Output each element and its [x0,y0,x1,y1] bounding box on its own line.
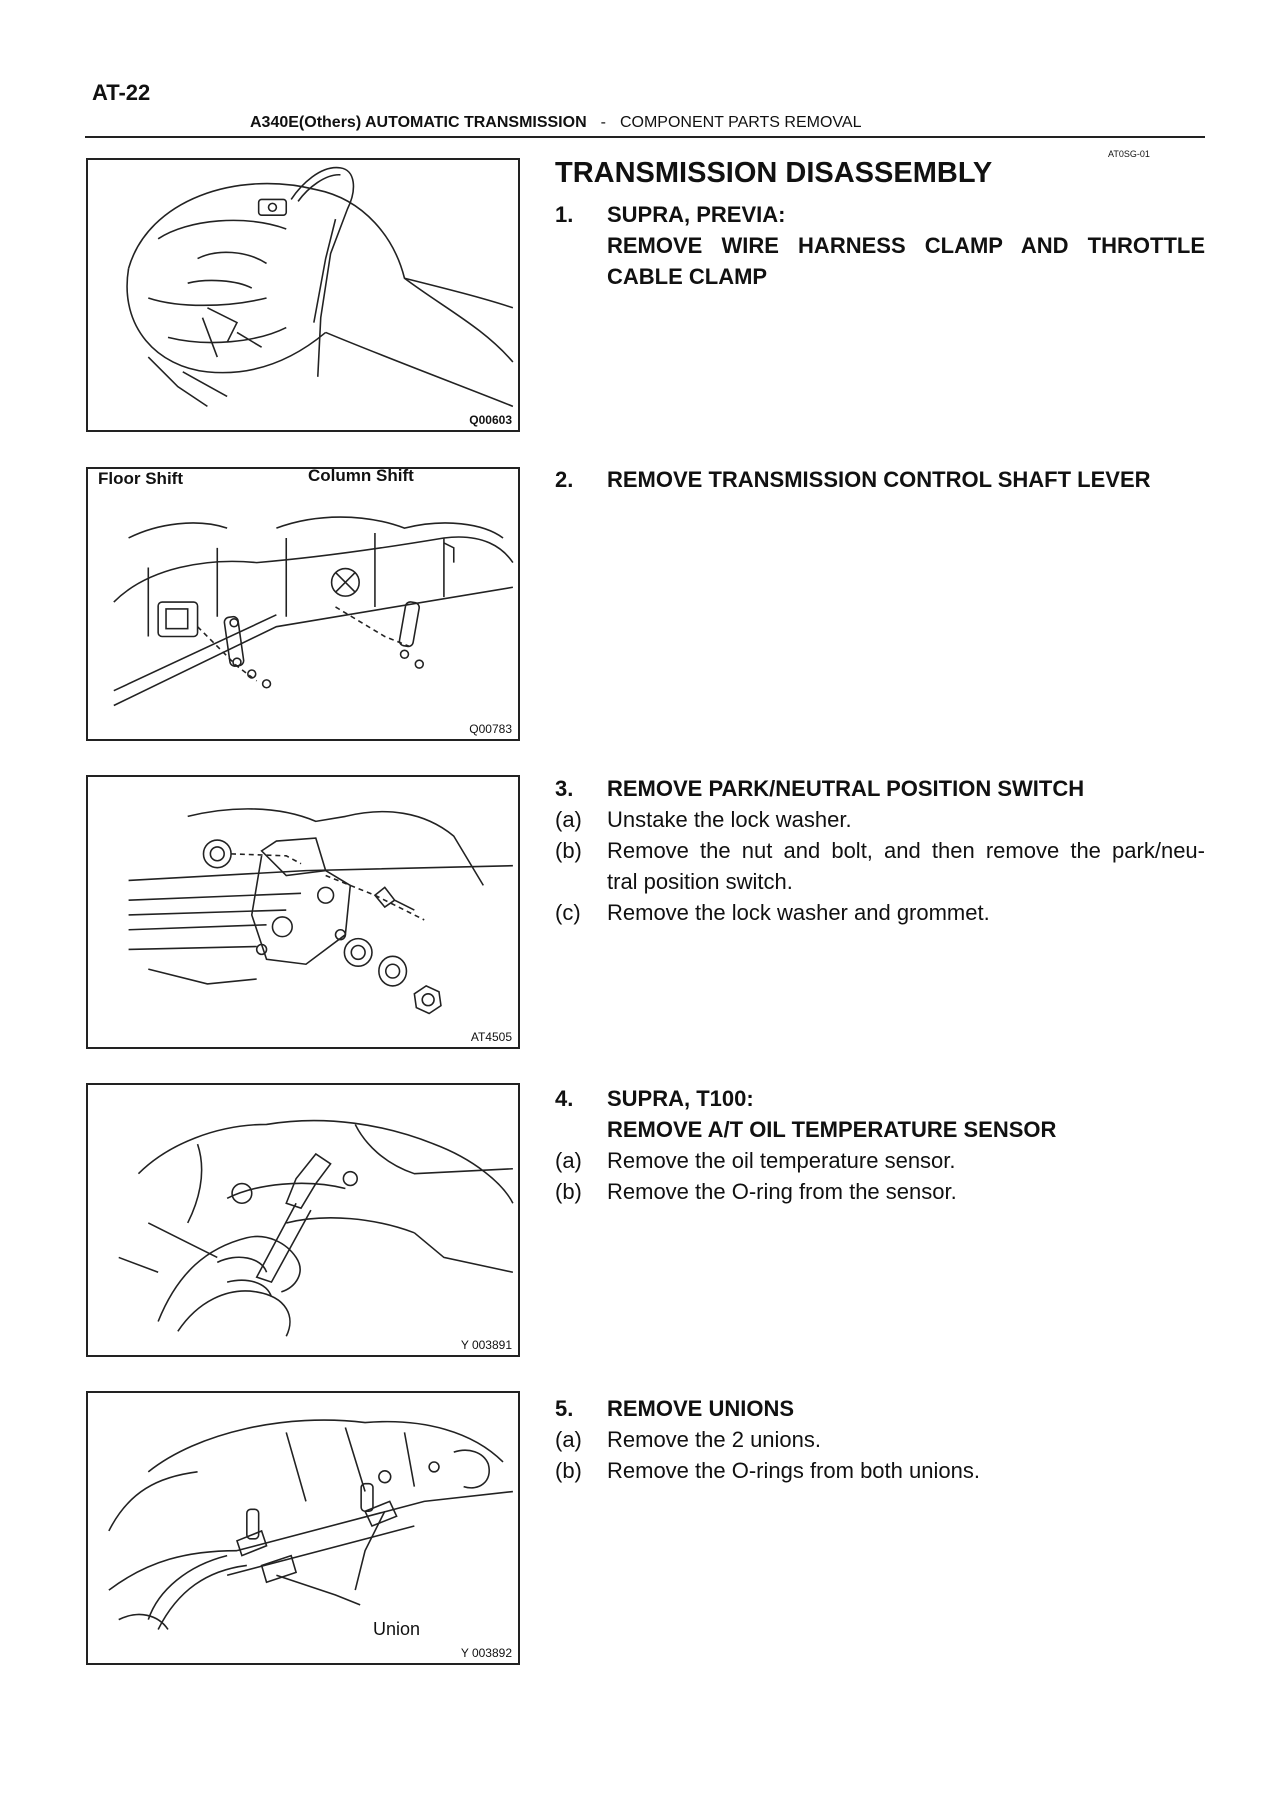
figure-code: Q00603 [469,413,512,427]
sub-step-label: (a) [555,807,582,832]
figure-code: Q00783 [469,722,512,736]
figure-wire-harness-clamp: Q00603 [86,158,520,432]
oil-temp-sensor-illustration [118,1119,514,1337]
step-heading: REMOVE A/T OIL TEMPERATURE SENSOR [607,1117,1057,1142]
document-code: AT0SG-01 [1108,149,1150,159]
figure-code: Y 003892 [460,1646,512,1660]
neutral-switch-illustration [128,808,513,1015]
step-heading: SUPRA, PREVIA: [607,202,786,227]
step-heading: CABLE CLAMP [607,264,768,289]
sub-step-label: (a) [555,1148,582,1173]
sub-step-text: Remove the oil temperature sensor. [607,1148,956,1173]
step-3: 3. REMOVE PARK/NEUTRAL POSITION SWITCH (… [555,773,1205,928]
step-number: 2. [555,467,574,492]
step-2: 2. REMOVE TRANSMISSION CONTROL SHAFT LEV… [555,464,1205,495]
figure-control-shaft-lever: Floor Shift Column Shift Q00783 [86,467,520,741]
figure-unions: Union Y 003892 [86,1391,520,1665]
sub-step-text: Remove the nut and bolt, and then remove… [607,838,1205,863]
header-rule [85,136,1205,138]
sub-step: (a) Unstake the lock washer. [555,804,1205,835]
sub-step-text: Remove the lock washer and grommet. [607,900,990,925]
step-heading: REMOVE PARK/NEUTRAL POSITION SWITCH [607,776,1085,801]
step-number: 5. [555,1396,574,1421]
sub-step: (a) Remove the 2 unions. [555,1424,1205,1455]
sub-step-label: (b) [555,838,582,863]
sub-step-label: (a) [555,1427,582,1452]
step-5: 5. REMOVE UNIONS (a) Remove the 2 unions… [555,1393,1205,1486]
header-section: COMPONENT PARTS REMOVAL [619,114,862,131]
sub-step-label: (c) [555,900,581,925]
running-header: A340E(Others) AUTOMATIC TRANSMISSION-COM… [250,114,861,132]
step-heading: REMOVE TRANSMISSION CONTROL SHAFT LEVER [607,467,1151,492]
sub-step-text: Remove the 2 unions. [607,1427,822,1452]
sub-step: (b) Remove the O-ring from the sensor. [555,1176,1205,1207]
step-heading: SUPRA, T100: [607,1086,754,1111]
step-number: 3. [555,776,574,801]
shift-lever-illustration [113,516,514,707]
step-heading: REMOVE UNIONS [607,1396,795,1421]
sub-step: (a) Remove the oil temperature sensor. [555,1145,1205,1176]
step-number: 1. [555,202,574,227]
figure-code: AT4505 [470,1030,512,1044]
page-number: AT-22 [92,80,151,105]
sub-step-text: Unstake the lock washer. [607,807,852,832]
step-number: 4. [555,1086,574,1111]
header-model: A340E(Others) AUTOMATIC TRANSMISSION [250,114,587,131]
sub-step-text: tral position switch. [607,869,793,894]
transmission-case-illustration [126,166,514,408]
label-union: Union [373,1619,421,1639]
sub-step-label: (b) [555,1179,582,1204]
unions-illustration [108,1419,513,1630]
figure-code: Y 003891 [460,1338,512,1352]
sub-step-label: (b) [555,1458,582,1483]
label-floor-shift: Floor Shift [98,469,183,488]
sub-step-text: Remove the O-rings from both unions. [607,1458,980,1483]
step-1: TRANSMISSION DISASSEMBLY 1. SUPRA, PREVI… [555,155,1205,292]
figure-park-neutral-switch: AT4505 [86,775,520,1049]
header-separator: - [600,114,606,131]
figure-oil-temperature-sensor: Y 003891 [86,1083,520,1357]
sub-step: (b) Remove the O-rings from both unions. [555,1455,1205,1486]
label-column-shift: Column Shift [308,467,414,485]
step-heading: REMOVE WIRE HARNESS CLAMP AND THROTTLE [607,233,1205,258]
section-title: TRANSMISSION DISASSEMBLY [555,157,993,189]
step-4: 4. SUPRA, T100: REMOVE A/T OIL TEMPERATU… [555,1083,1205,1207]
sub-step: (b) Remove the nut and bolt, and then re… [555,835,1205,897]
sub-step-text: Remove the O-ring from the sensor. [607,1179,957,1204]
sub-step: (c) Remove the lock washer and grommet. [555,897,1205,928]
